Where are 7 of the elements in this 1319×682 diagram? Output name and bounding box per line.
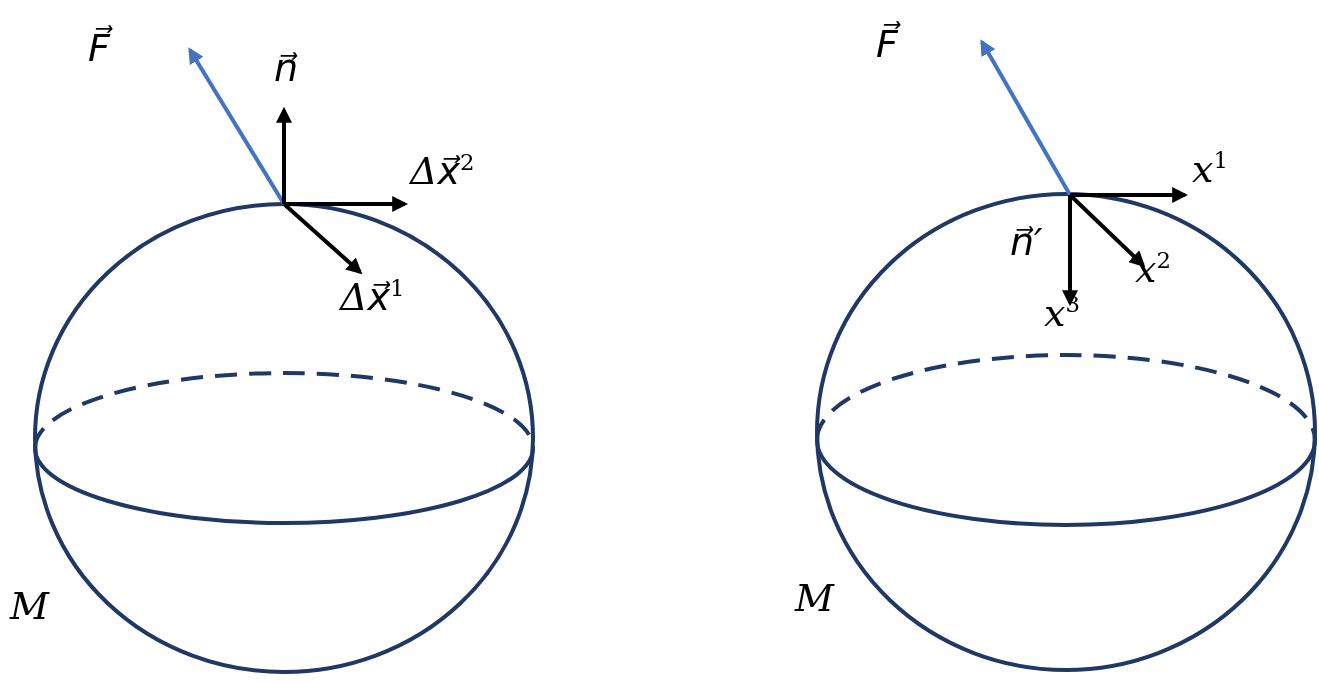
- math-label: x$^{1}$: [1192, 148, 1228, 191]
- math-label: M: [795, 578, 834, 620]
- math-label: Δx⃗$^{1}$: [340, 276, 405, 319]
- math-label: Δx⃗$^{2}$: [410, 150, 475, 193]
- math-label: n⃗: [274, 48, 299, 90]
- math-label: M: [10, 586, 49, 628]
- math-label: n⃗′: [1010, 222, 1043, 264]
